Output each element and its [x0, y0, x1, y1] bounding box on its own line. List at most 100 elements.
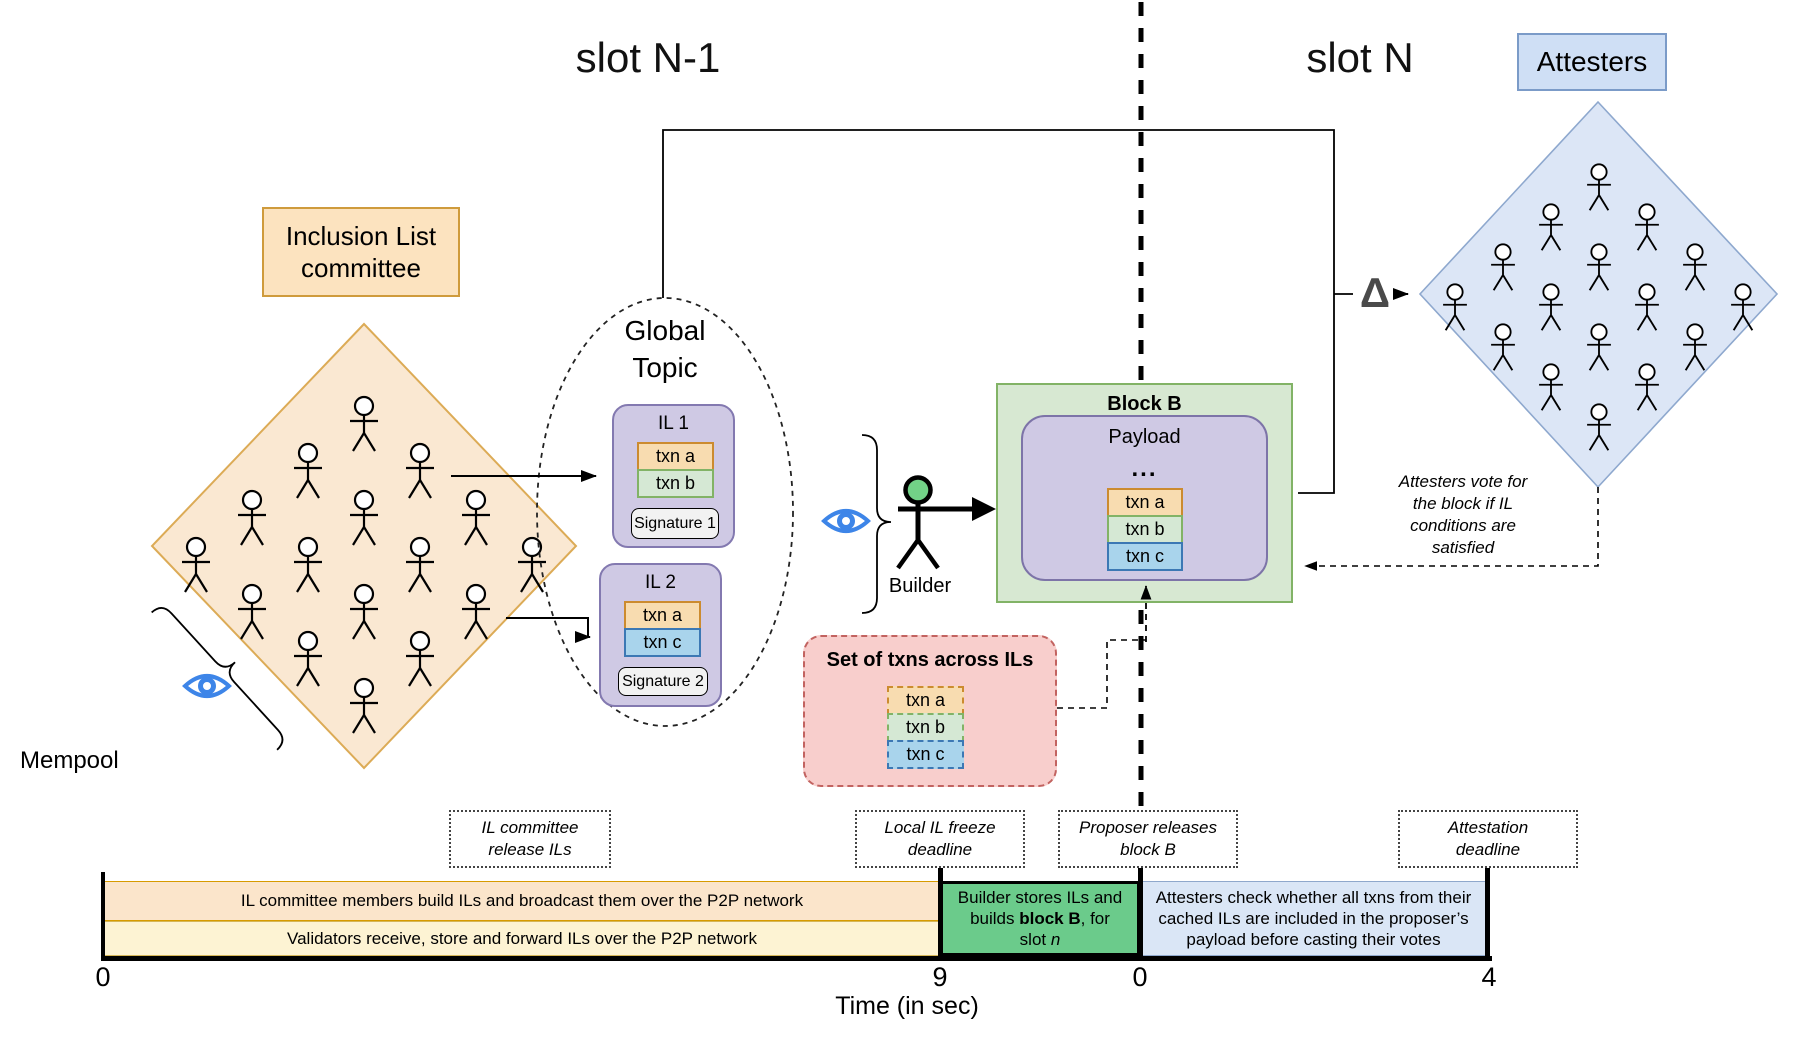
text-line: Local IL freeze — [884, 818, 996, 837]
stick-figure — [236, 489, 268, 547]
il2-title: IL 2 — [645, 572, 676, 593]
text-line: Topic — [632, 352, 698, 383]
text-line: payload before casting their votes — [1186, 929, 1440, 950]
txn-chip: txn c — [887, 740, 964, 769]
stick-figure — [1730, 283, 1756, 332]
slot-n1-title: slot N-1 — [575, 34, 721, 81]
il1-title: IL 1 — [658, 413, 689, 434]
tick-4-line — [1485, 868, 1490, 956]
text-line: release ILs — [488, 840, 572, 859]
text-line: the block if IL — [1412, 494, 1514, 513]
delta-label: Δ — [1359, 269, 1391, 316]
stick-figure — [1634, 203, 1660, 252]
stick-figure — [1682, 323, 1708, 372]
txn-set-connector — [1057, 639, 1146, 709]
stick-figure — [1538, 283, 1564, 332]
milestone-attestation-deadline: Attestation deadline — [1398, 810, 1578, 868]
tick-0-start: 0 — [95, 962, 111, 992]
bar-attesters: Attesters check whether all txns from th… — [1140, 881, 1487, 956]
tick-9: 9 — [932, 962, 948, 992]
stick-figure — [1586, 243, 1612, 292]
stick-figure — [1490, 323, 1516, 372]
text-line: builds block B, for — [970, 908, 1110, 929]
stick-figure — [292, 536, 324, 594]
payload-title: Payload — [1108, 426, 1181, 448]
text-line: Global — [624, 315, 706, 346]
text-line: Attesters vote for — [1398, 472, 1528, 491]
stick-figure — [1586, 163, 1612, 212]
slot-n-title: slot N — [1306, 34, 1414, 81]
mempool-brace — [151, 607, 284, 751]
eye-icon — [182, 674, 232, 698]
stick-figure — [460, 489, 492, 547]
text-line: committee — [301, 253, 421, 283]
eye-icon — [821, 509, 871, 533]
stick-figure — [348, 395, 380, 453]
tick-0-line — [1138, 868, 1143, 956]
stick-figure — [1586, 403, 1612, 452]
text-line: satisfied — [1431, 538, 1495, 557]
stick-figure — [292, 630, 324, 688]
mempool-label: Mempool — [20, 747, 119, 774]
text-line: Attesters check whether all txns from th… — [1156, 887, 1472, 908]
payload-ellipsis: ... — [1131, 455, 1158, 482]
stick-figure — [1682, 243, 1708, 292]
committee-diamond — [150, 322, 578, 770]
bar-validators: Validators receive, store and forward IL… — [104, 921, 940, 956]
stick-figure — [236, 583, 268, 641]
builder-figure — [896, 475, 996, 570]
text-segment: slot — [1019, 930, 1051, 949]
tick-0: 0 — [1132, 962, 1148, 992]
stick-figure — [404, 536, 436, 594]
txn-chip: txn b — [1107, 515, 1183, 544]
text-line: conditions are — [1410, 516, 1516, 535]
text-line: slot n — [1020, 929, 1061, 950]
stick-figure — [292, 442, 324, 500]
text-line: Attestation — [1447, 818, 1529, 837]
block-b-title: Block B — [1107, 393, 1182, 415]
txn-chip: txn a — [624, 601, 701, 630]
stick-figure — [1634, 363, 1660, 412]
attesters-note: Attesters vote for the block if IL conditi… — [1377, 471, 1549, 559]
arrow-to-il2 — [506, 617, 591, 643]
txn-set-title: Set of txns across ILs — [826, 649, 1034, 671]
tick-9-line — [938, 868, 943, 956]
committee-crowd — [180, 395, 548, 735]
stick-figure — [404, 442, 436, 500]
il2-signature: Signature 2 — [618, 667, 708, 696]
text-segment: Builder stores ILs and — [957, 888, 1123, 907]
text-line: Proposer releases — [1079, 818, 1217, 837]
text-line: IL committee — [481, 818, 579, 837]
txn-chip: txn b — [887, 713, 964, 742]
attesters-diamond — [1418, 100, 1779, 489]
text-segment: payload before casting their votes — [1186, 930, 1441, 949]
text-line: deadline — [1455, 840, 1521, 859]
milestone-release-ils: IL committee release ILs — [449, 810, 611, 868]
text-segment: cached ILs are included in the proposer’… — [1158, 909, 1469, 928]
stick-figure — [1490, 243, 1516, 292]
stick-figure — [460, 583, 492, 641]
stick-figure — [516, 536, 548, 594]
attesters-label-box: Attesters — [1517, 33, 1667, 91]
stick-figure — [348, 489, 380, 547]
txn-chip: txn c — [1107, 542, 1183, 571]
text-line: Inclusion List — [285, 221, 437, 251]
bar-il-committee: IL committee members build ILs and broad… — [104, 881, 940, 921]
stick-figure — [1586, 323, 1612, 372]
text-segment: , for — [1080, 909, 1110, 928]
time-axis-label: Time (in sec) — [835, 992, 979, 1020]
il1-signature: Signature 1 — [631, 508, 719, 539]
